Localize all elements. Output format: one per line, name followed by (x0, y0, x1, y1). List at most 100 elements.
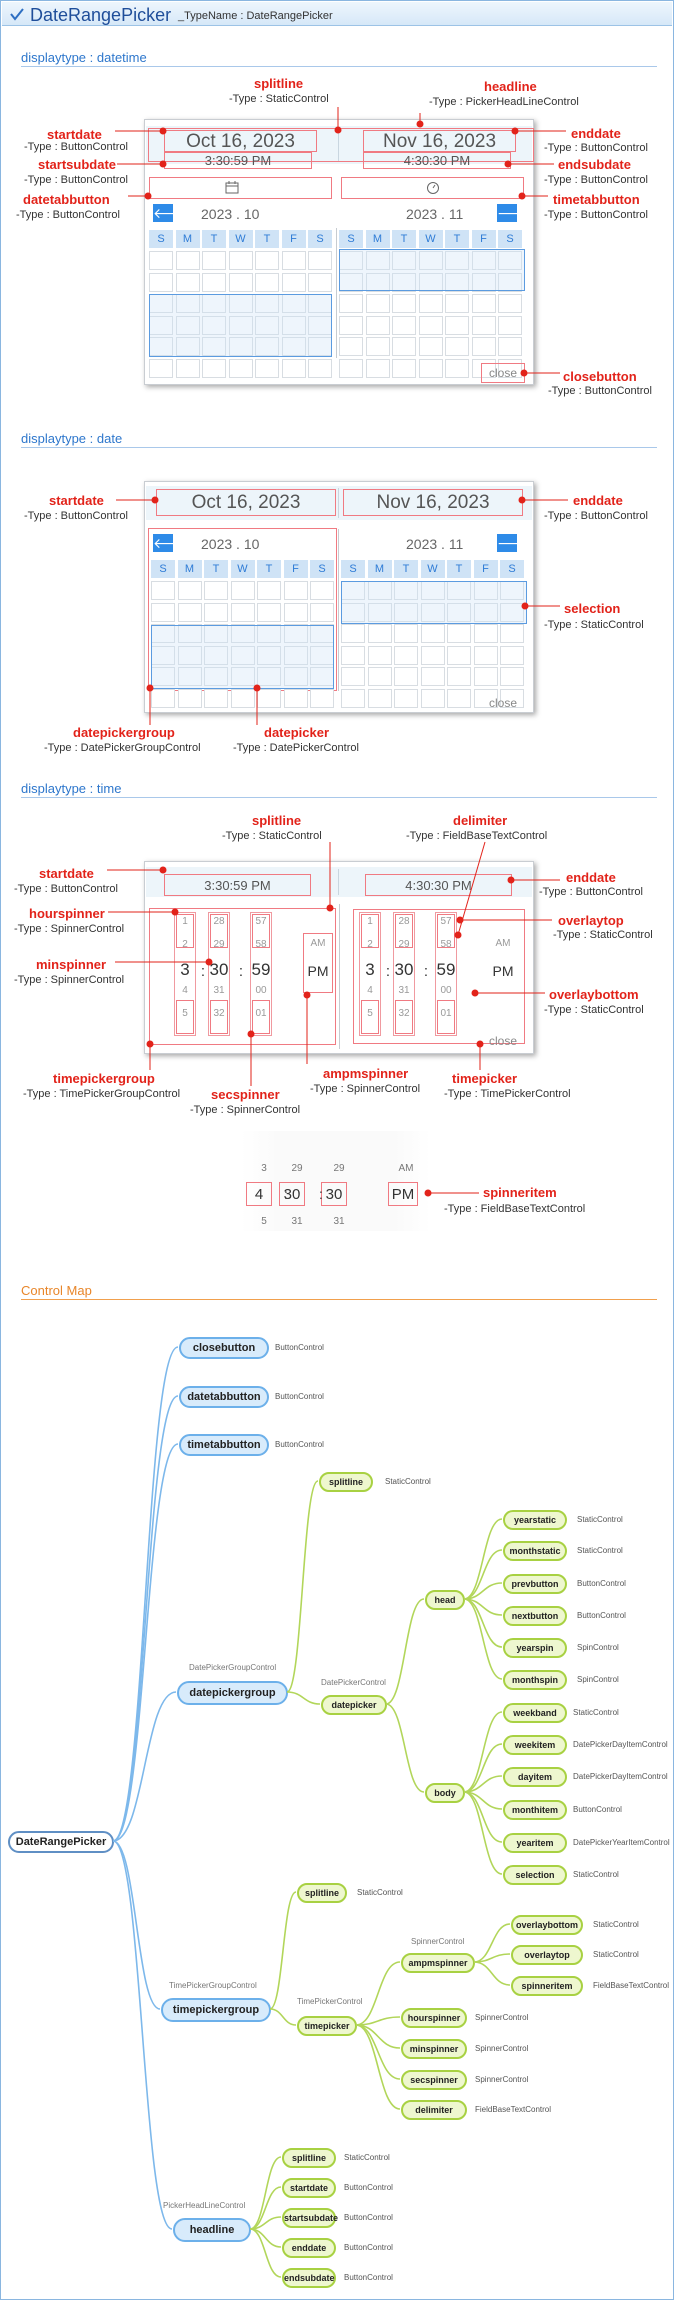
day-cell[interactable] (420, 624, 445, 643)
selection-node[interactable]: selection (503, 1865, 567, 1885)
day-cell[interactable] (175, 337, 200, 356)
day-cell[interactable] (308, 272, 332, 292)
day-cell[interactable] (445, 294, 469, 313)
day-cell[interactable] (283, 688, 308, 708)
day-cell[interactable] (202, 337, 226, 356)
day-cell[interactable] (418, 358, 443, 378)
spinneritem-node[interactable]: spinneritem (511, 1976, 583, 1996)
delimiter-node[interactable]: delimiter (401, 2100, 467, 2120)
day-cell[interactable] (175, 251, 200, 270)
day-cell[interactable] (175, 272, 200, 292)
day-cell[interactable] (473, 602, 498, 622)
day-cell[interactable] (341, 624, 365, 643)
day-cell[interactable] (365, 358, 390, 378)
startsubdate-node[interactable]: startsubdate (282, 2208, 338, 2228)
day-cell[interactable] (177, 581, 202, 600)
day-cell[interactable] (392, 315, 416, 335)
day-cell[interactable] (392, 358, 416, 378)
day-cell[interactable] (281, 315, 306, 335)
day-cell[interactable] (255, 315, 279, 335)
head-node[interactable]: head (425, 1590, 465, 1610)
day-cell[interactable] (283, 624, 308, 643)
day-cell[interactable] (473, 667, 498, 686)
day-cell[interactable] (394, 667, 418, 686)
day-cell[interactable] (308, 358, 332, 378)
overlaytop-node[interactable]: overlaytop (511, 1945, 583, 1965)
enddate-node[interactable]: enddate (282, 2238, 336, 2258)
nextbutton-node[interactable]: nextbutton (503, 1606, 567, 1626)
day-cell[interactable] (204, 688, 228, 708)
endsubdate-node[interactable]: endsubdate (282, 2268, 336, 2288)
day-cell[interactable] (445, 272, 469, 292)
day-cell[interactable] (420, 688, 445, 708)
day-cell[interactable] (365, 294, 390, 313)
hourspinner[interactable] (359, 912, 381, 1036)
day-cell[interactable] (447, 645, 471, 665)
close-label[interactable]: close (488, 696, 517, 710)
enddate-button[interactable] (363, 130, 516, 152)
minspinner[interactable] (208, 912, 230, 1036)
startdate-node[interactable]: startdate (282, 2178, 336, 2198)
day-cell[interactable] (339, 315, 363, 335)
headline-node[interactable]: headline (173, 2218, 251, 2242)
day-cell[interactable] (500, 602, 524, 622)
monthspin-node[interactable]: monthspin (503, 1670, 567, 1690)
day-cell[interactable] (447, 602, 471, 622)
day-cell[interactable] (447, 667, 471, 686)
day-cell[interactable] (202, 251, 226, 270)
day-cell[interactable] (257, 667, 281, 686)
day-cell[interactable] (228, 315, 253, 335)
day-cell[interactable] (283, 602, 308, 622)
day-cell[interactable] (177, 602, 202, 622)
day-cell[interactable] (420, 602, 445, 622)
datetabbutton[interactable] (149, 177, 332, 199)
day-cell[interactable] (255, 272, 279, 292)
day-cell[interactable] (447, 688, 471, 708)
day-cell[interactable] (175, 358, 200, 378)
day-cell[interactable] (471, 251, 496, 270)
day-cell[interactable] (281, 272, 306, 292)
spinneritem[interactable] (388, 1182, 418, 1206)
day-cell[interactable] (367, 624, 392, 643)
startsubdate-button[interactable] (164, 152, 312, 169)
day-cell[interactable] (202, 358, 226, 378)
day-cell[interactable] (445, 358, 469, 378)
day-cell[interactable] (175, 315, 200, 335)
day-cell[interactable] (177, 688, 202, 708)
startdate-button[interactable] (164, 130, 317, 152)
day-cell[interactable] (310, 602, 334, 622)
hourspinner-node[interactable]: hourspinner (401, 2008, 467, 2028)
day-cell[interactable] (392, 294, 416, 313)
day-cell[interactable] (255, 251, 279, 270)
day-cell[interactable] (394, 602, 418, 622)
day-cell[interactable] (498, 337, 522, 356)
yearstatic-node[interactable]: yearstatic (503, 1510, 567, 1530)
day-cell[interactable] (204, 667, 228, 686)
dayitem-node[interactable]: dayitem (503, 1767, 567, 1787)
spinneritem[interactable] (246, 1182, 272, 1206)
day-cell[interactable] (228, 358, 253, 378)
day-cell[interactable] (257, 581, 281, 600)
datepickergroup-node[interactable]: datepickergroup (177, 1681, 288, 1705)
day-cell[interactable] (420, 667, 445, 686)
day-cell[interactable] (365, 315, 390, 335)
monthitem-node[interactable]: monthitem (503, 1800, 567, 1820)
day-cell[interactable] (151, 602, 175, 622)
day-cell[interactable] (257, 645, 281, 665)
splitline-node[interactable]: splitline (297, 1883, 347, 1903)
endsubdate-button[interactable] (363, 152, 511, 169)
yearspin-node[interactable]: yearspin (503, 1638, 567, 1658)
day-cell[interactable] (418, 272, 443, 292)
day-cell[interactable] (177, 645, 202, 665)
day-cell[interactable] (308, 251, 332, 270)
day-cell[interactable] (365, 337, 390, 356)
day-cell[interactable] (418, 315, 443, 335)
day-cell[interactable] (228, 272, 253, 292)
day-cell[interactable] (471, 337, 496, 356)
closebutton-node[interactable]: closebutton (179, 1337, 269, 1359)
day-cell[interactable] (394, 688, 418, 708)
day-cell[interactable] (283, 581, 308, 600)
ampmspinner-node[interactable]: ampmspinner (401, 1953, 475, 1973)
overlaybottom-node[interactable]: overlaybottom (511, 1915, 583, 1935)
day-cell[interactable] (204, 645, 228, 665)
